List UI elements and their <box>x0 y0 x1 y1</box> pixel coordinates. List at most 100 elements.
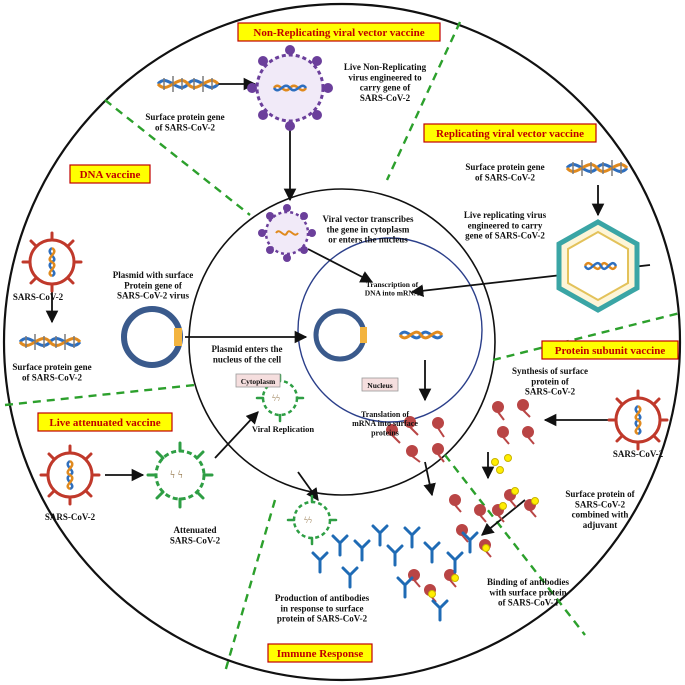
label-line: Live replicating virus <box>464 210 547 220</box>
section-header-dna: DNA vaccine <box>69 164 151 184</box>
label-line: of SARS-CoV-2 <box>22 372 83 382</box>
label-line: Viral vector transcribes <box>323 214 414 224</box>
label-line: Surface protein gene <box>465 162 544 172</box>
section-dividers <box>4 21 681 673</box>
label-line: SARS-CoV-2 <box>575 499 626 509</box>
label-line: Synthesis of surface <box>512 366 588 376</box>
label-line: Surface protein of <box>565 489 635 499</box>
virus-icon: ϟ ϟ <box>146 441 214 509</box>
viral-replication-label: Viral Replication <box>252 424 315 434</box>
label-line: SARS-CoV-2 <box>525 387 576 397</box>
label-line: Surface protein gene <box>145 112 224 122</box>
label-line: protein of <box>531 376 570 386</box>
label-line: carry gene of <box>360 83 411 93</box>
label-line: proteins <box>371 428 399 437</box>
label-line: in response to surface <box>280 603 363 613</box>
label-line: virus engineered to <box>348 72 422 82</box>
section-header-live-attenuated: Live attenuated vaccine <box>37 412 173 432</box>
label-line: of SARS-CoV-2 <box>498 598 559 608</box>
section-header-immune-response: Immune Response <box>267 643 373 663</box>
label-line: SARS-CoV-2 <box>170 535 221 545</box>
label-line: of SARS-CoV-2 <box>475 172 536 182</box>
label-line: Binding of antibodies <box>487 577 570 587</box>
virus-icon <box>258 204 316 262</box>
label-line: mRNA into surface <box>352 419 418 428</box>
svg-text:Immune Response: Immune Response <box>277 648 364 660</box>
label-line: nucleus of the cell <box>213 354 282 364</box>
label-line: of SARS-CoV-2 <box>155 122 216 132</box>
virus-icon <box>556 219 640 313</box>
virus-icon <box>21 231 83 293</box>
nucleus-circle <box>297 237 483 423</box>
la-sars-label: SARS-CoV-2 <box>45 512 96 522</box>
label-line: gene of SARS-CoV-2 <box>465 231 545 241</box>
dna-helix-icon <box>156 76 220 92</box>
protein-icon <box>386 399 537 603</box>
svg-text:Protein subunit vaccine: Protein subunit vaccine <box>555 345 666 357</box>
svg-text:ϟϟ: ϟϟ <box>304 515 312 525</box>
label-line: Live Non-Replicating <box>344 62 427 72</box>
svg-text:Nucleus: Nucleus <box>367 381 393 390</box>
virus-icon: ϟϟ <box>255 373 305 423</box>
dna-helix-icon <box>565 160 629 176</box>
ps-sars-label: SARS-CoV-2 <box>613 449 664 459</box>
label-line: Attenuated <box>174 525 217 535</box>
label-line: Plasmid enters the <box>212 344 283 354</box>
section-header-non-replicating: Non-Replicating viral vector vaccine <box>237 22 441 42</box>
section-header-replicating: Replicating viral vector vaccine <box>423 123 597 143</box>
label-line: DNA into mRNA <box>365 289 420 298</box>
virus-icon <box>39 444 101 506</box>
svg-text:Non-Replicating viral vector v: Non-Replicating viral vector vaccine <box>253 27 424 39</box>
mrna-icon <box>398 330 444 340</box>
label-line: Translation of <box>361 410 409 419</box>
section-header-protein-subunit: Protein subunit vaccine <box>541 340 679 360</box>
virus-icon: ϟϟ <box>286 494 338 546</box>
svg-text:ϟ ϟ: ϟ ϟ <box>170 469 183 481</box>
svg-text:Live attenuated vaccine: Live attenuated vaccine <box>49 417 160 429</box>
label-line: Production of antibodies <box>275 593 370 603</box>
label-line: protein of SARS-CoV-2 <box>277 614 368 624</box>
svg-text:Cytoplasm: Cytoplasm <box>241 377 276 386</box>
nucleus-tag: Nucleus <box>361 377 399 392</box>
cytoplasm-tag: Cytoplasm <box>235 373 281 388</box>
label-line: combined with <box>572 510 629 520</box>
svg-text:DNA vaccine: DNA vaccine <box>80 169 141 181</box>
label-line: Surface protein gene <box>12 362 91 372</box>
svg-text:ϟϟ: ϟϟ <box>272 393 280 403</box>
adjuvant-icon <box>428 454 539 598</box>
svg-text:Replicating viral vector vacci: Replicating viral vector vaccine <box>436 128 584 140</box>
label-line: Transcription of <box>366 280 419 289</box>
cell-circle <box>188 188 496 496</box>
plasmid-icon <box>313 308 367 362</box>
label-line: or enters the nucleus <box>328 235 408 245</box>
dna-helix-icon <box>18 334 82 350</box>
dna-sars-label: SARS-CoV-2 <box>13 292 64 302</box>
plasmid-icon <box>121 306 183 368</box>
label-line: the gene in cytoplasm <box>327 224 410 234</box>
label-line: adjuvant <box>583 520 618 530</box>
label-line: SARS-CoV-2 <box>360 93 411 103</box>
label-line: Plasmid with surface <box>113 270 194 280</box>
label-line: with surface protein <box>489 587 566 597</box>
label-line: Protein gene of <box>124 280 183 290</box>
label-line: SARS-CoV-2 virus <box>117 291 190 301</box>
virus-icon <box>607 389 669 451</box>
